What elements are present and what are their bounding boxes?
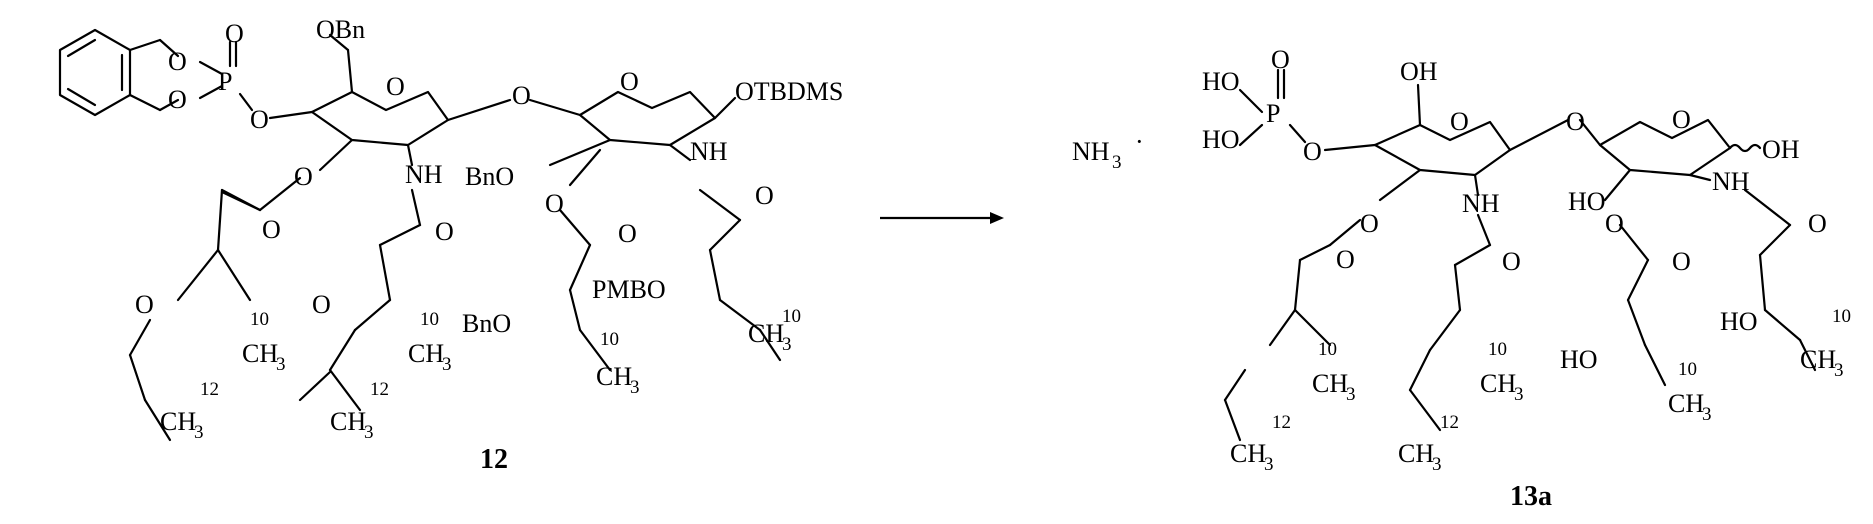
p-ho-b: HO <box>1202 125 1240 154</box>
ch3-13a-e: CH <box>1230 439 1266 468</box>
n12-13a-b: 12 <box>1440 412 1459 433</box>
ch3-b: CH <box>408 339 444 368</box>
nh-13a-b: NH <box>1712 167 1750 196</box>
n10-c: 10 <box>600 329 619 350</box>
ester-o-13a-b: O <box>1605 209 1624 238</box>
ester-o-p: O <box>250 105 269 134</box>
nh-13a-a: NH <box>1462 189 1500 218</box>
ring-o-1: O <box>386 72 405 101</box>
obn-top: OBn <box>316 15 365 44</box>
compound-12-label: 12 <box>480 444 508 475</box>
ester-o-d: O <box>312 290 331 319</box>
ch3-13a-b-sub: 3 <box>1514 384 1524 405</box>
nh-b: NH <box>690 137 728 166</box>
carbonyl-o-b: O <box>262 215 281 244</box>
ho-e: HO <box>1560 345 1598 374</box>
phosphate-o-upper: O <box>168 47 187 76</box>
carbonyl-o-13a-d: O <box>1672 247 1691 276</box>
ch3-e-sub: 3 <box>194 422 204 443</box>
n10-a: 10 <box>250 309 269 330</box>
n10-13a-a: 10 <box>1318 339 1337 360</box>
carbonyl-o-13a-a: O <box>1808 209 1827 238</box>
ester-o-13a-a: O <box>1360 209 1379 238</box>
ch3-13a-f: CH <box>1398 439 1434 468</box>
ch3-b-sub: 3 <box>442 354 452 375</box>
ring-o-13a-1: O <box>1450 107 1469 136</box>
ch3-a: CH <box>242 339 278 368</box>
ch3-13a-e-sub: 3 <box>1264 454 1274 475</box>
ch3-13a-f-sub: 3 <box>1432 454 1442 475</box>
ch3-e: CH <box>160 407 196 436</box>
carbonyl-o-a: O <box>755 181 774 210</box>
glycosidic-o: O <box>512 81 531 110</box>
ch3-f-sub: 3 <box>364 422 374 443</box>
ch3-a-sub: 3 <box>276 354 286 375</box>
carbonyl-o-13a-c: O <box>1502 247 1521 276</box>
glycosidic-o-13a: O <box>1566 107 1585 136</box>
bno-b: BnO <box>462 309 511 338</box>
ch3-13a-c-sub: 3 <box>1702 404 1712 425</box>
oh-top: OH <box>1400 57 1438 86</box>
ch3-c-sub: 3 <box>630 377 640 398</box>
ester-o-13a: O <box>1303 137 1322 166</box>
ester-o-a: O <box>294 162 313 191</box>
ch3-13a-b: CH <box>1480 369 1516 398</box>
phosphate-o-lower: O <box>168 85 187 114</box>
n10-d: 10 <box>782 306 801 327</box>
ch3-d: CH <box>748 319 784 348</box>
ring-o-2: O <box>620 67 639 96</box>
n12-b: 12 <box>370 379 389 400</box>
bno-a: BnO <box>465 162 514 191</box>
phosphorus-13a: P <box>1266 99 1280 128</box>
p-ho-a: HO <box>1202 67 1240 96</box>
phosphoryl-o-13a: O <box>1271 45 1290 74</box>
n12-13a-a: 12 <box>1272 412 1291 433</box>
ester-o-c: O <box>135 290 154 319</box>
ch3-d-sub: 3 <box>782 334 792 355</box>
pmbo-group: PMBO <box>592 275 666 304</box>
ammonia-sub: 3 <box>1112 152 1122 173</box>
ch3-13a-a-sub: 3 <box>1346 384 1356 405</box>
carbonyl-o-c: O <box>435 217 454 246</box>
ch3-f: CH <box>330 407 366 436</box>
otbdms-group: OTBDMS <box>735 77 843 106</box>
ho-c: HO <box>1568 187 1606 216</box>
n10-13a-d: 10 <box>1832 306 1851 327</box>
ring-o-13a-2: O <box>1672 105 1691 134</box>
phosphorus-atom: P <box>218 67 232 96</box>
reaction-arrow <box>880 212 1004 224</box>
ch3-13a-c: CH <box>1668 389 1704 418</box>
carbonyl-o-d: O <box>618 219 637 248</box>
n10-13a-b: 10 <box>1488 339 1507 360</box>
compound-13a-label: 13a <box>1510 481 1552 512</box>
n10-b: 10 <box>420 309 439 330</box>
ch3-c: CH <box>596 362 632 391</box>
ch3-13a-d: CH <box>1800 345 1836 374</box>
n10-13a-c: 10 <box>1678 359 1697 380</box>
ho-d: HO <box>1720 307 1758 336</box>
oh-anomeric: OH <box>1762 135 1800 164</box>
ch3-13a-d-sub: 3 <box>1834 360 1844 381</box>
ch3-13a-a: CH <box>1312 369 1348 398</box>
salt-dot: · <box>1135 127 1144 156</box>
ammonia-label: NH <box>1072 137 1110 166</box>
phosphoryl-o: O <box>225 19 244 48</box>
ester-o-b: O <box>545 189 564 218</box>
nh-a: NH <box>405 160 443 189</box>
n12-a: 12 <box>200 379 219 400</box>
carbonyl-o-13a-b: O <box>1336 245 1355 274</box>
